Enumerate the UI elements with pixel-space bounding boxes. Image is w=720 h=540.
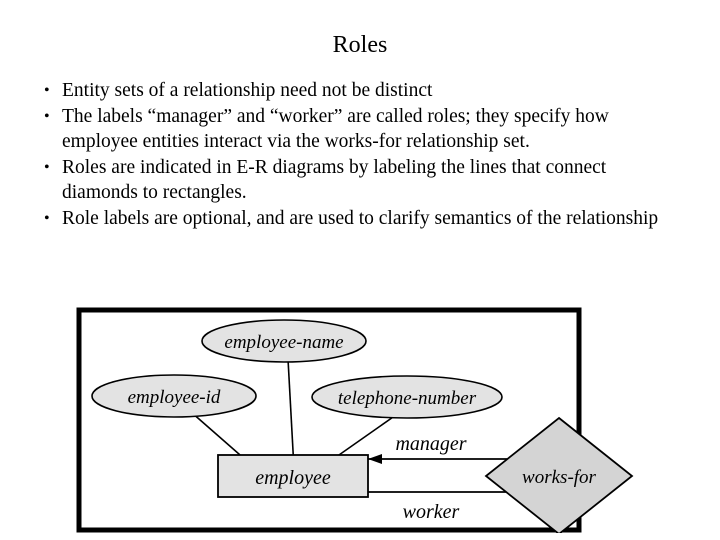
edge-employee-to-employee-name bbox=[287, 358, 295, 470]
list-item: • Entity sets of a relationship need not… bbox=[36, 78, 686, 104]
attribute-employee-name-shape bbox=[201, 319, 367, 363]
er-diagram-figure: employee-name employee-id telephone-numb… bbox=[76, 307, 644, 533]
role-label-worker: worker bbox=[403, 501, 460, 523]
role-label-manager: manager bbox=[395, 433, 466, 455]
attribute-employee-id-label: employee-id bbox=[128, 387, 221, 408]
attribute-employee-id-shape bbox=[91, 374, 257, 418]
list-item-text: Entity sets of a relationship need not b… bbox=[62, 80, 433, 101]
attribute-telephone-number-shape bbox=[311, 375, 503, 419]
list-item: • Roles are indicated in E-R diagrams by… bbox=[36, 155, 686, 206]
list-item: • Role labels are optional, and are used… bbox=[36, 206, 686, 232]
bullet-marker: • bbox=[44, 107, 50, 125]
relationship-works-for-label: works-for bbox=[522, 467, 597, 488]
arrowhead-manager bbox=[368, 454, 382, 464]
bullet-marker: • bbox=[44, 209, 50, 227]
attribute-employee-name-label: employee-name bbox=[224, 332, 343, 353]
list-item-text: Role labels are optional, and are used t… bbox=[62, 207, 659, 229]
bullet-marker: • bbox=[44, 158, 50, 176]
bullet-list: • Entity sets of a relationship need not… bbox=[36, 78, 686, 231]
list-item-text: Roles are indicated in E-R diagrams by l… bbox=[62, 156, 607, 204]
entity-employee-label: employee bbox=[255, 467, 331, 489]
bullet-marker: • bbox=[44, 82, 50, 99]
relationship-works-for-shape bbox=[484, 416, 634, 533]
list-item-text: The labels “manager” and “worker” are ca… bbox=[62, 105, 609, 153]
attribute-telephone-number-label: telephone-number bbox=[338, 388, 477, 409]
list-item: • The labels “manager” and “worker” are … bbox=[36, 104, 686, 155]
page-title: Roles bbox=[332, 32, 388, 58]
entity-employee-shape bbox=[217, 454, 369, 498]
